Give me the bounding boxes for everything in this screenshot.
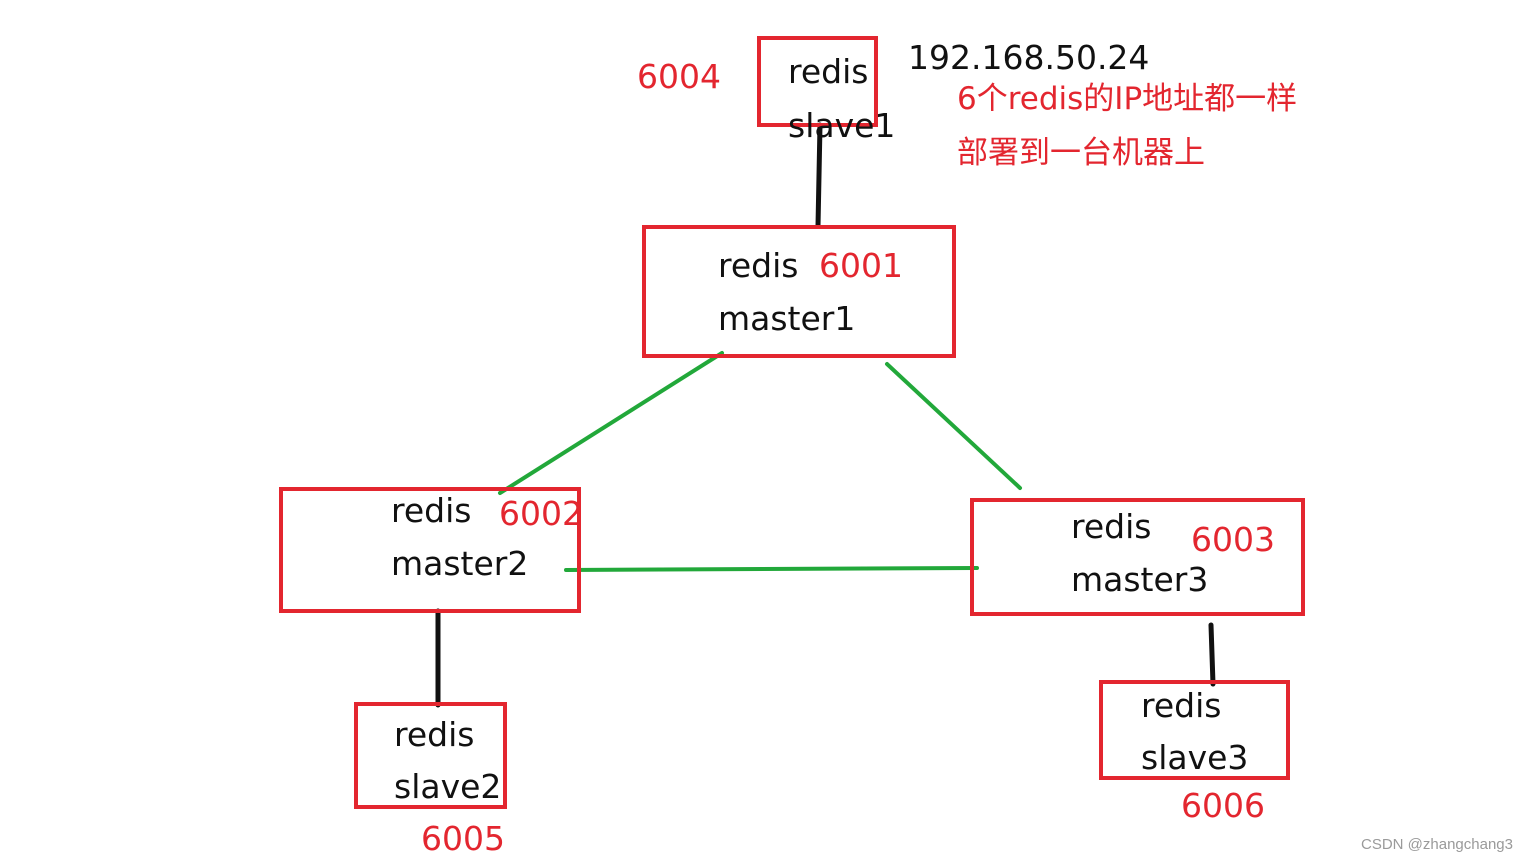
node-slave3-line2: slave3: [1141, 738, 1249, 777]
node-slave1-box: [757, 36, 878, 127]
node-slave3-box: [1099, 680, 1290, 780]
node-master1-line2: master1: [718, 299, 856, 338]
node-master1-line1: redis: [718, 246, 799, 285]
link-master3-slave3: [1208, 622, 1216, 687]
node-master3-line1: redis: [1071, 507, 1152, 546]
node-master1-port: 6001: [819, 246, 903, 285]
node-master2-port: 6002: [499, 494, 583, 533]
node-slave2-line2: slave2: [394, 767, 502, 806]
note-line2: 部署到一台机器上: [957, 135, 1205, 171]
node-master2-line1: redis: [391, 491, 472, 530]
node-master3-port: 6003: [1191, 520, 1275, 559]
node-master1-box: [642, 225, 956, 358]
link-master1-master3: [885, 362, 1022, 490]
node-master3-line2: master3: [1071, 560, 1209, 599]
csdn-watermark: CSDN @zhangchang3: [1361, 836, 1513, 853]
node-slave3-port: 6006: [1181, 786, 1265, 825]
note-line1: 6个redis的IP地址都一样: [957, 81, 1298, 117]
link-master1-master2: [498, 351, 724, 495]
node-slave2-port: 6005: [421, 819, 505, 858]
node-slave1-line1: redis: [788, 52, 869, 91]
node-slave2-box: [354, 702, 507, 809]
node-slave1-port: 6004: [637, 57, 721, 96]
node-master2-line2: master2: [391, 544, 529, 583]
link-master2-master3: [564, 566, 979, 572]
node-slave1-line2: slave1: [788, 106, 896, 145]
node-slave3-line1: redis: [1141, 686, 1222, 725]
node-master2-box: [279, 487, 581, 613]
node-master3-box: [970, 498, 1305, 616]
ip-address-label: 192.168.50.24: [908, 38, 1150, 77]
link-master1-slave1: [815, 122, 823, 229]
node-slave2-line1: redis: [394, 715, 475, 754]
